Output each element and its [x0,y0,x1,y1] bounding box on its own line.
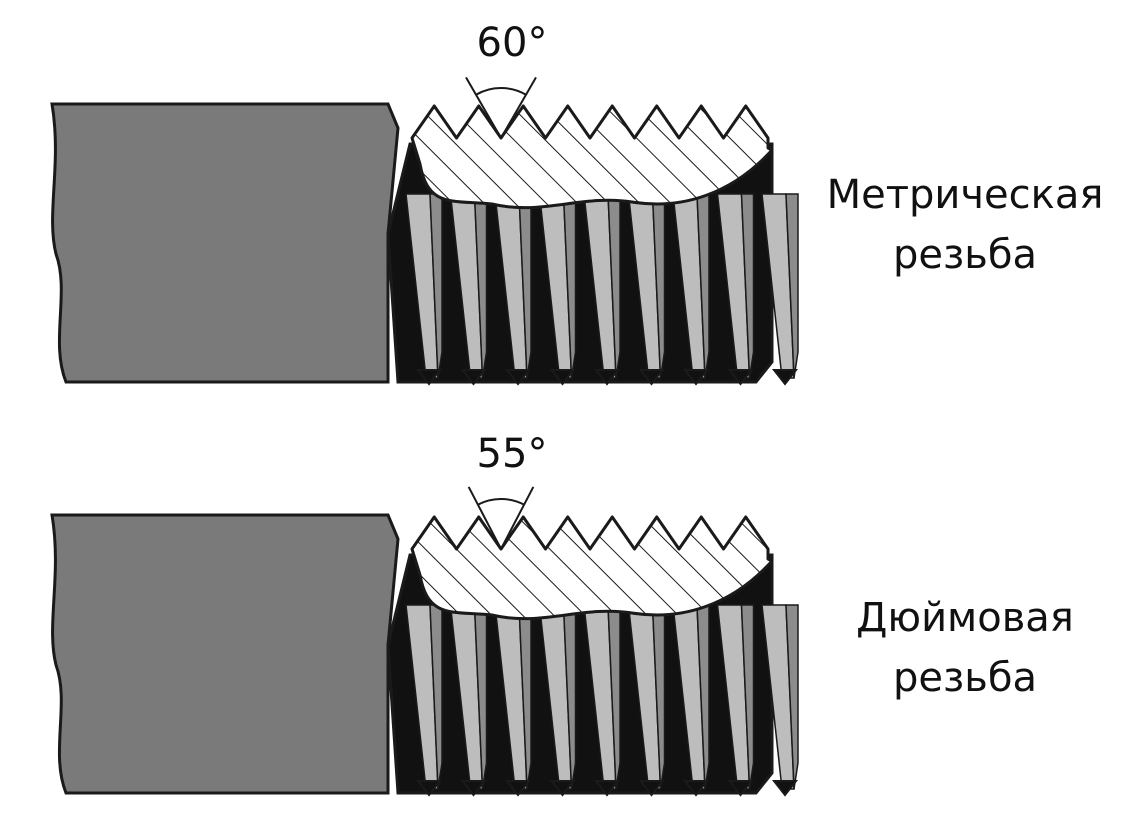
angle-line-right [500,76,537,139]
thread-bottom-crest [593,369,621,386]
bolt-shank [50,513,400,795]
inch-thread-caption: Дюймовая резьба [800,588,1130,708]
angle-arc [477,498,525,506]
metric-thread-caption: Метрическая резьба [800,165,1130,285]
thread-bottom-crest [593,780,621,797]
thread-bottom-crest [415,780,443,797]
thread-section-hatched [410,515,774,621]
inch-thread-bolt [50,486,799,797]
inch-caption-line-2: резьба [892,655,1038,701]
thread-bottom-crest [415,369,443,386]
thread-flank-shadow [785,193,799,379]
metric-angle-label: 60° [477,20,548,66]
thread-bottom-crest [771,780,799,797]
thread-flank-shadow [740,604,755,790]
thread-bottom-crest [727,780,754,797]
thread-bottom-crest [638,780,665,797]
thread-section-hatched [410,104,774,210]
angle-line-left [465,76,502,139]
inch-angle-label: 55° [477,431,548,477]
bolt-shank [50,102,400,384]
thread-bottom-crest [771,369,799,386]
thread-bottom-crest [682,369,710,386]
angle-line-left [467,486,502,550]
thread-bottom-crest [727,369,754,386]
thread-bottom-crest [682,780,710,797]
thread-bottom-crest [638,369,665,386]
thread-bottom-crest [460,369,487,386]
thread-bottom-crest [549,780,576,797]
angle-arc [475,87,527,96]
metric-caption-line-1: Метрическая [826,172,1104,218]
thread-flank-shadow [740,193,755,379]
angle-line-right [500,486,535,550]
metric-caption-line-2: резьба [892,232,1038,278]
thread-bottom-crest [460,780,487,797]
thread-flank-shadow [785,604,799,790]
thread-bottom-crest [549,369,576,386]
thread-bottom-crest [504,780,532,797]
thread-bottom-crest [504,369,532,386]
metric-thread-bolt [50,76,799,386]
inch-caption-line-1: Дюймовая [856,595,1074,641]
